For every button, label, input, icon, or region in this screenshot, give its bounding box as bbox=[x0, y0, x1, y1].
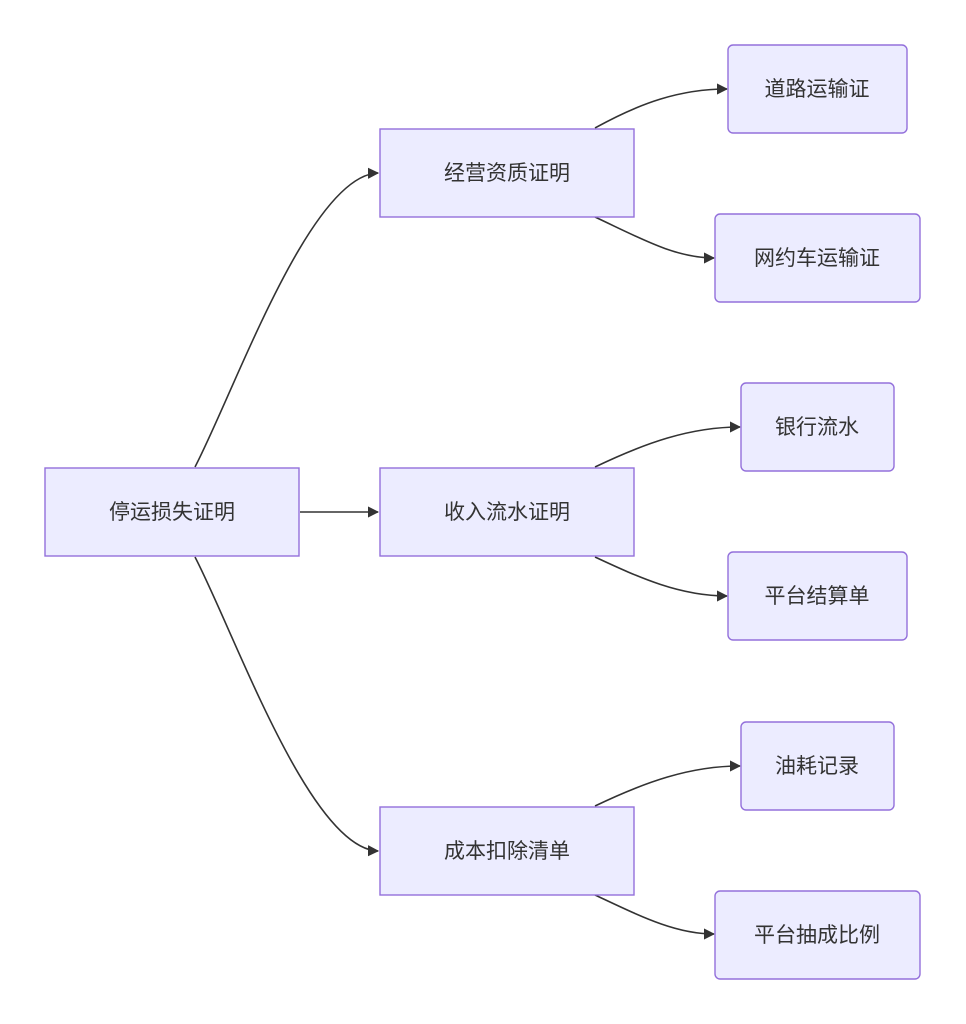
node-platform-commission: 平台抽成比例 bbox=[714, 890, 921, 980]
node-qualification-label: 经营资质证明 bbox=[444, 161, 570, 185]
edge-cost-to-fuel-record bbox=[594, 760, 742, 807]
edges bbox=[194, 83, 742, 940]
node-fuel-record-label: 油耗记录 bbox=[775, 754, 859, 778]
node-road-permit: 道路运输证 bbox=[727, 44, 908, 134]
node-ride-hailing-permit-box bbox=[714, 213, 921, 303]
node-road-permit-label: 道路运输证 bbox=[765, 77, 870, 101]
node-bank-statement: 银行流水 bbox=[740, 382, 895, 472]
nodes: 停运损失证明 经营资质证明 收入流水证明 成本扣除清单 道路运输证 网约车运输证… bbox=[44, 44, 921, 980]
edge-qualification-to-road-permit bbox=[594, 83, 729, 129]
node-root: 停运损失证明 bbox=[44, 467, 300, 557]
edge-cost-to-platform-commission bbox=[594, 894, 716, 940]
node-cost-box bbox=[379, 806, 635, 896]
node-road-permit-box bbox=[727, 44, 908, 134]
node-fuel-record-box bbox=[740, 721, 895, 811]
node-platform-settlement: 平台结算单 bbox=[727, 551, 908, 641]
node-platform-settlement-box bbox=[727, 551, 908, 641]
edge-qualification-to-ride-hailing-permit bbox=[594, 216, 716, 264]
node-cost-label: 成本扣除清单 bbox=[444, 839, 570, 863]
node-income-box bbox=[379, 467, 635, 557]
node-platform-commission-label: 平台抽成比例 bbox=[754, 923, 880, 947]
node-qualification: 经营资质证明 bbox=[379, 128, 635, 218]
edge-root-to-cost bbox=[194, 556, 380, 857]
node-bank-statement-label: 银行流水 bbox=[775, 415, 859, 439]
edge-income-to-bank-statement bbox=[594, 421, 742, 468]
node-ride-hailing-permit: 网约车运输证 bbox=[714, 213, 921, 303]
node-root-box bbox=[44, 467, 300, 557]
node-cost: 成本扣除清单 bbox=[379, 806, 635, 896]
node-income-label: 收入流水证明 bbox=[444, 500, 570, 524]
node-bank-statement-box bbox=[740, 382, 895, 472]
node-platform-commission-box bbox=[714, 890, 921, 980]
node-platform-settlement-label: 平台结算单 bbox=[765, 584, 870, 608]
node-ride-hailing-permit-label: 网约车运输证 bbox=[754, 246, 880, 270]
node-root-label: 停运损失证明 bbox=[109, 500, 235, 524]
node-income: 收入流水证明 bbox=[379, 467, 635, 557]
node-fuel-record: 油耗记录 bbox=[740, 721, 895, 811]
edge-root-to-qualification bbox=[194, 167, 380, 468]
node-qualification-box bbox=[379, 128, 635, 218]
edge-income-to-platform-settlement bbox=[594, 556, 729, 602]
